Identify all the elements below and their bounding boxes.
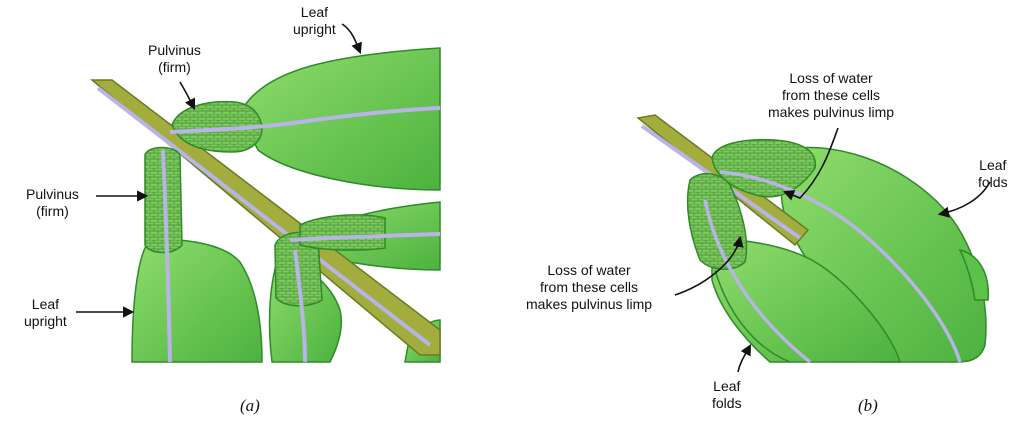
- label-leaf-folds-bottom: Leaf folds: [712, 378, 742, 411]
- arrow-loss-bottom: [674, 235, 744, 296]
- leaf-upright-bottom-blade: [131, 238, 263, 363]
- arrow-leaf-upright-top: [341, 23, 362, 55]
- pulvinus-limp-top: [711, 138, 816, 198]
- label-leaf-folds-right: Leaf folds: [978, 157, 1008, 190]
- leaf-folded-bottom: [711, 238, 902, 363]
- label-leaf-upright-top: Leaf upright: [293, 4, 336, 37]
- panel-a: [76, 23, 441, 363]
- panel-b: [636, 114, 991, 373]
- arrow-leaf-folds-right: [937, 181, 991, 218]
- label-leaf-upright-bottom: Leaf upright: [24, 296, 67, 329]
- label-loss-top: Loss of water from these cells makes pul…: [768, 70, 895, 120]
- pulvinus-limp-left: [686, 173, 748, 270]
- label-pulvinus-left: Pulvinus (firm): [26, 186, 79, 219]
- leaf-upright-top-blade: [244, 47, 441, 191]
- arrow-loss-top: [782, 127, 839, 201]
- pulvinus-right: [299, 214, 386, 251]
- caption-a: (a): [240, 396, 260, 415]
- label-loss-bottom: Loss of water from these cells makes pul…: [526, 262, 653, 312]
- caption-b: (b): [858, 396, 878, 415]
- arrow-leaf-folds-bottom: [737, 344, 752, 373]
- label-pulvinus-top: Pulvinus (firm): [148, 42, 201, 75]
- arrow-pulvinus-top: [179, 81, 196, 111]
